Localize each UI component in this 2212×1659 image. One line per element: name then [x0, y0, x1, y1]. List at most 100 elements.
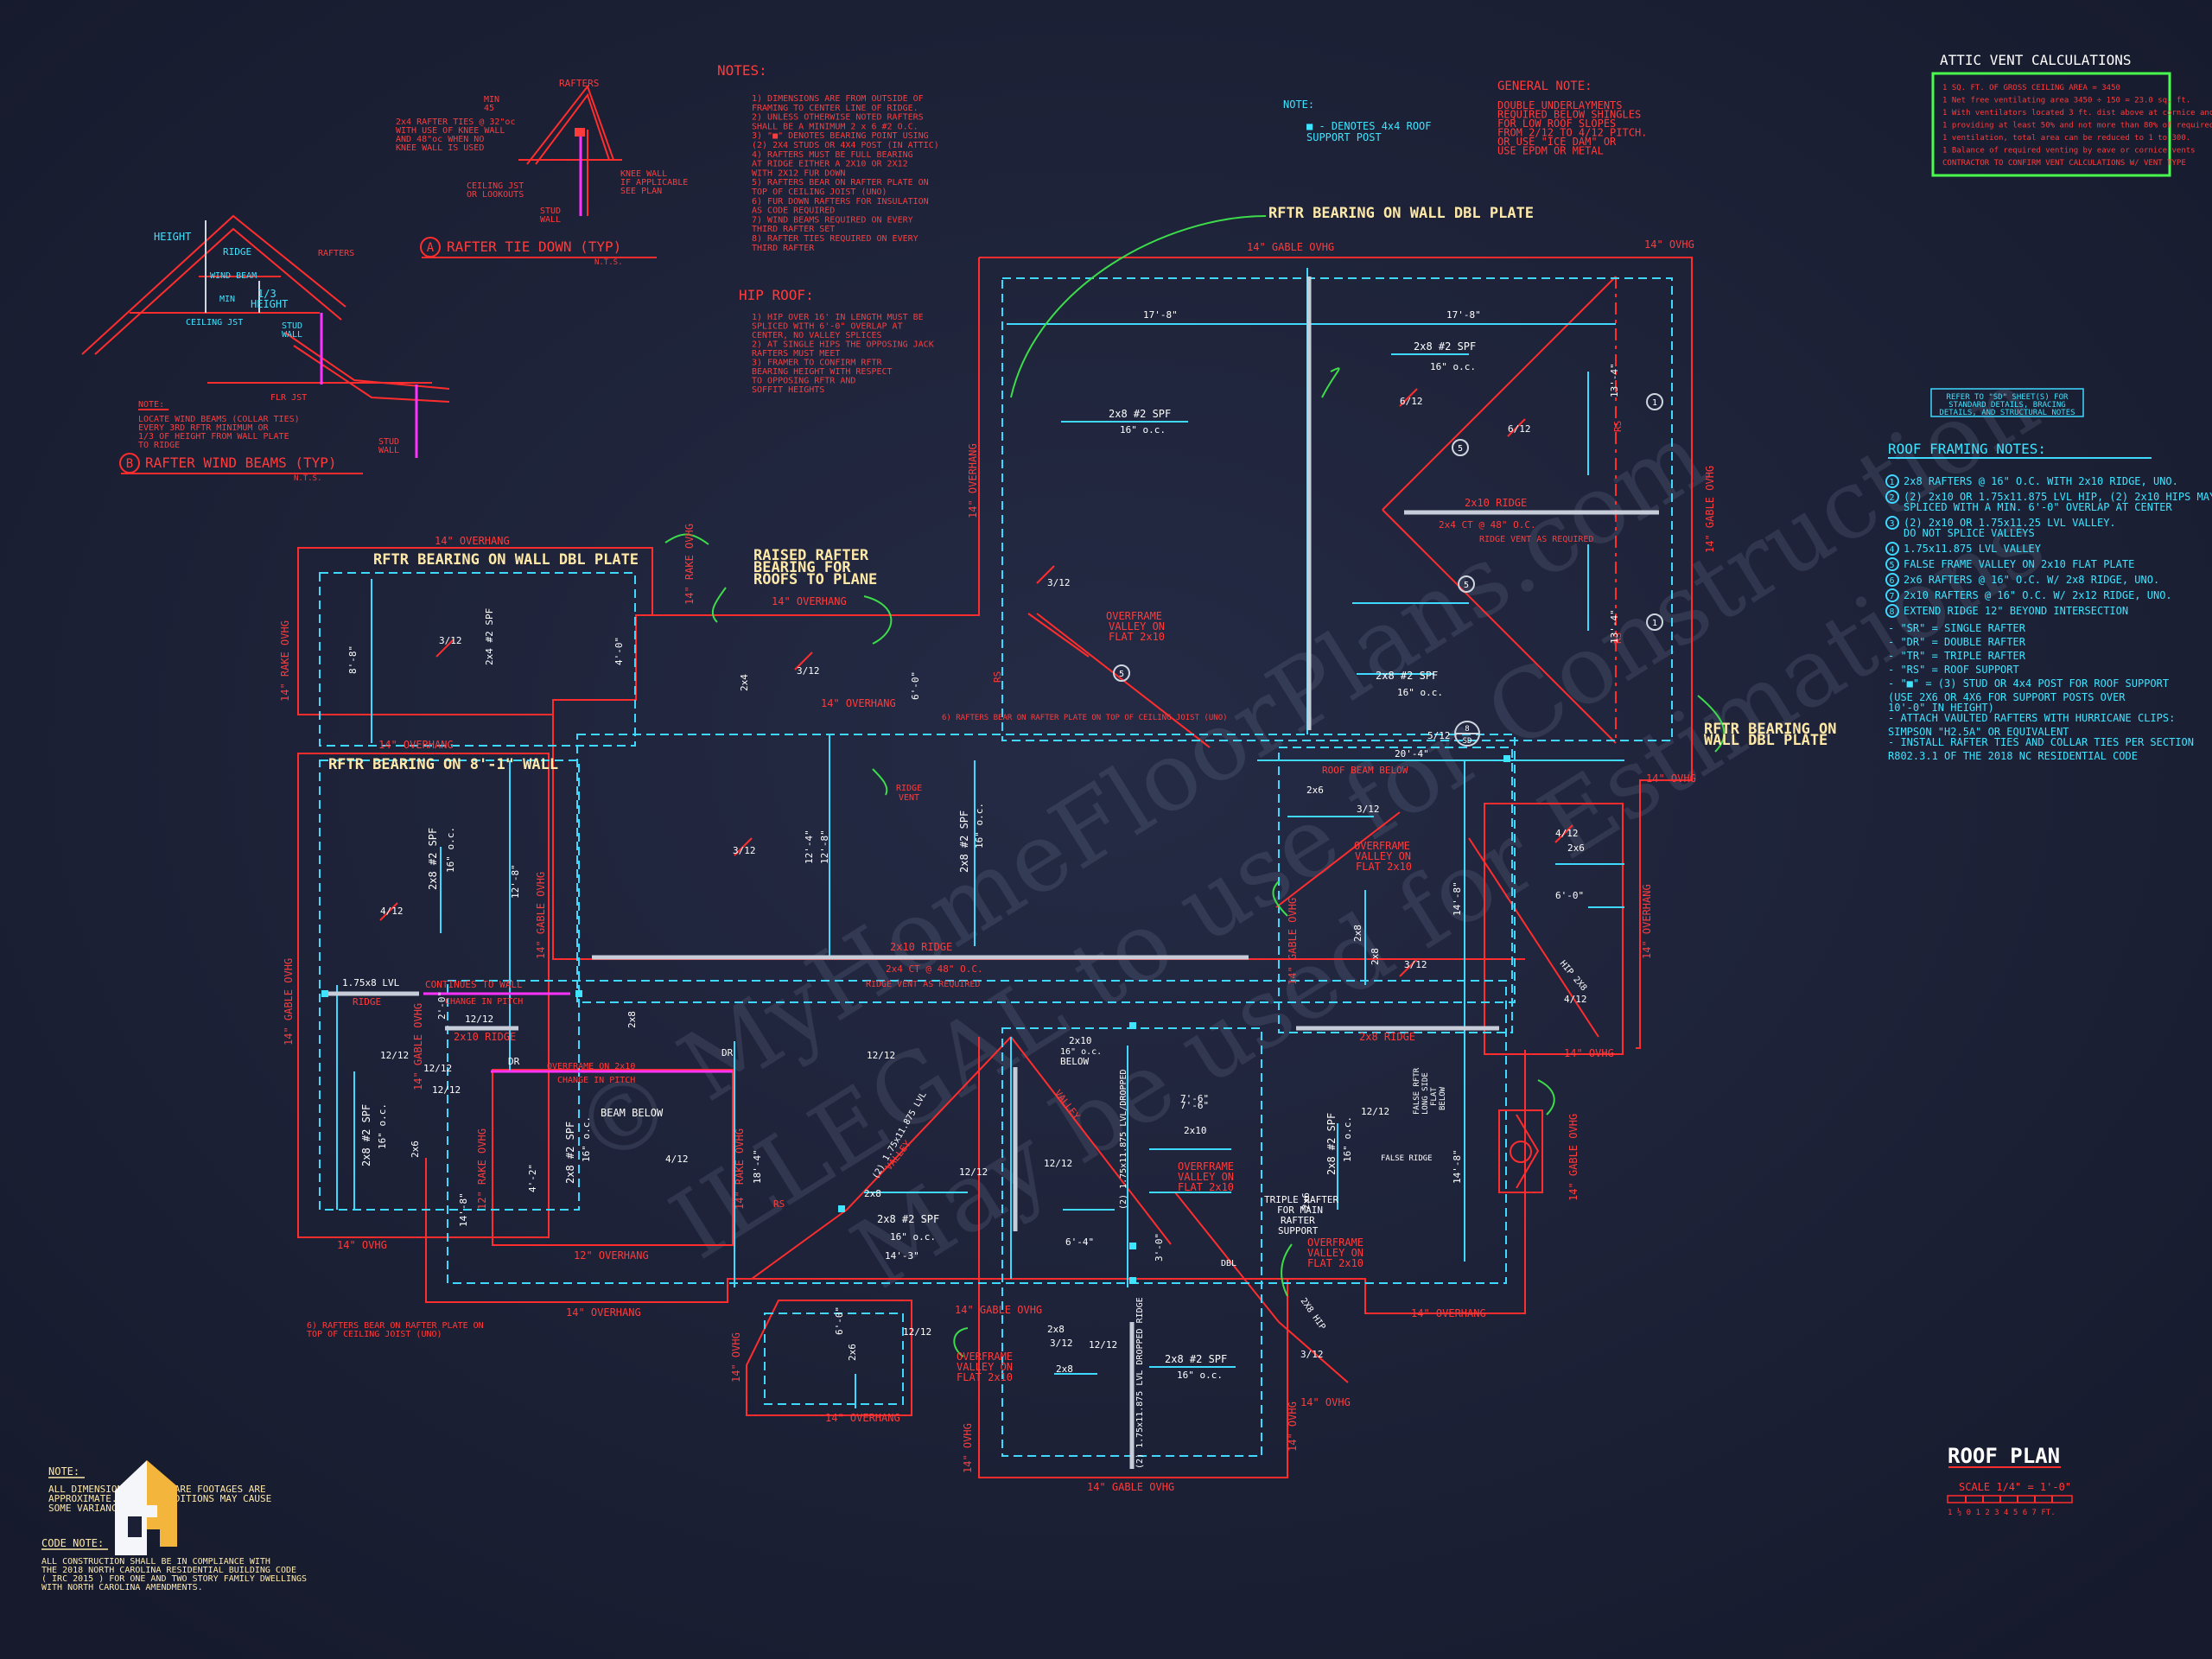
framing-bullet: - "RS" = ROOF SUPPORT [1888, 664, 2019, 676]
notes-item: 1) DIMENSIONS ARE FROM OUTSIDE OF [752, 94, 924, 104]
framing-note-number-circle [1885, 573, 1899, 587]
framing-note-number: 2 [1890, 493, 1895, 503]
pitch-label: 12/12 [959, 1166, 988, 1178]
overframe-valley5-3: FLAT 2x10 [1356, 861, 1412, 873]
detail-b-third-height: HEIGHT [251, 298, 288, 310]
overframe-valley3-3: FLAT 2x10 [957, 1371, 1013, 1383]
oc-l2: 16" o.c. [377, 1103, 388, 1149]
spf-tr: 2x8 #2 SPF [1414, 340, 1476, 353]
pitch-label: 12/12 [867, 1050, 895, 1061]
valley-right-low-2 [1278, 1321, 1349, 1383]
detail-a-rafter-tie-down: RAFTERS MIN 45 2x4 RAFTER TIES @ 32"oc W… [396, 78, 688, 267]
detail-b-min: MIN [219, 295, 235, 304]
frame-top-right [1001, 277, 1673, 741]
pitch-label: 4/12 [1564, 994, 1587, 1005]
leader-vent [1537, 1079, 1555, 1116]
support-posts [321, 755, 1510, 1284]
framing-note-number-circle [1885, 604, 1899, 618]
label-bearing-right-2: WALL DBL PLATE [1704, 732, 1827, 749]
marker-5: 1 [1652, 619, 1657, 628]
label-gable-top: 14" GABLE OVHG [1247, 241, 1334, 253]
framing-note-number-circle [1885, 557, 1899, 571]
label-gable-bottom: 14" GABLE OVHG [955, 1304, 1042, 1316]
pitch-label: 4/12 [380, 906, 404, 917]
detail-b-marker: B [126, 457, 133, 471]
change-pitch2: CHANGE IN PITCH [557, 1076, 635, 1085]
dimension-label: 7'-6" [1180, 1093, 1209, 1104]
framing-note-number-circle [1885, 542, 1899, 556]
general-note-line: DOUBLE UNDERLAYMENTS [1497, 99, 1623, 111]
attic-vent-line: 1 Balance of required venting by eave or… [1942, 147, 2196, 156]
framing-bullet: - "TR" = TRIPLE RAFTER [1888, 650, 2026, 662]
bottom-note-heading: NOTE: [48, 1465, 79, 1478]
framing-note-text: (2) 2x10 OR 1.75x11.875 LVL HIP, (2) 2x1… [1904, 491, 2212, 503]
overframe-valley2-2: VALLEY ON [1307, 1247, 1363, 1259]
ct-c: 2x4 CT @ 48" O.C. [886, 963, 983, 975]
hips-valleys [751, 276, 1617, 1383]
pitch-ticks [379, 388, 1573, 977]
valley-mid [1027, 613, 1090, 658]
marker-sd-top: 8 [1465, 725, 1469, 734]
spf-rr: 2x8 #2 SPF [1325, 1113, 1338, 1175]
code-note-3: ( IRC 2015 ) FOR ONE AND TWO STORY FAMIL… [41, 1574, 307, 1584]
framing-note-text: 2x8 RAFTERS @ 16" O.C. WITH 2x10 RIDGE, … [1904, 475, 2178, 487]
label-ovhg-r1: 14" OVHG [1564, 1047, 1614, 1059]
pitch-label: 3/12 [1300, 1349, 1324, 1360]
detail-a-ties-2: WITH USE OF KNEE WALL [396, 126, 505, 136]
rafter-size-label: 2x6 [847, 1344, 858, 1361]
pitch-label: 5/12 [1427, 730, 1451, 741]
marker-sd-bottom: SD [1463, 737, 1472, 746]
leader-bearing-right [1697, 695, 1726, 753]
beam-below-box [492, 1069, 734, 1246]
detail-a-min-val: 45 [484, 104, 494, 113]
label-gable-right: 14" GABLE OVHG [1704, 466, 1716, 553]
bottom-left-notes: NOTE: ALL DIMENSIONS AND SQUARE FOOTAGES… [41, 1460, 307, 1592]
pitch-label: 12/12 [1089, 1339, 1117, 1351]
label-gable-left: 14" GABLE OVHG [283, 958, 295, 1046]
dimension-label: 6'-4" [1065, 1236, 1094, 1248]
false-rafter-3: FLAT [1430, 1087, 1439, 1106]
dimension-label: 14'-8" [1452, 1149, 1463, 1184]
leader-raised [711, 587, 727, 623]
notes-item: AT RIDGE EITHER A 2X10 OR 2X12 [752, 160, 908, 169]
label-rake-12: 12" RAKE OVHG [476, 1128, 488, 1210]
rafter-size-label: 2x4 [739, 674, 750, 691]
bottom-note-3: SOME VARIANCES. [48, 1503, 134, 1514]
roof-plan-title: ROOF PLAN [1948, 1444, 2060, 1468]
hip-item: TO OPPOSING RFTR AND [752, 377, 855, 386]
detail-a-min: MIN [484, 95, 499, 105]
framing-note-number-circle [1885, 588, 1899, 602]
pitch-label: 12/12 [423, 1063, 452, 1074]
frame-left [319, 760, 580, 1211]
frame-bottom [447, 980, 1507, 1284]
rafter-size-label: 2x10 [1184, 1125, 1207, 1136]
vent-box [1498, 1109, 1543, 1193]
scale-bar [1947, 1495, 2073, 1503]
roof-beam-below: ROOF BEAM BELOW [1322, 765, 1408, 776]
label-overhang-bottom-c: 14" OVERHANG [825, 1412, 900, 1424]
ridge-2x10-r: 2x10 RIDGE [1465, 497, 1527, 509]
vent-mark [1516, 1114, 1540, 1189]
ridge-word: RIDGE [353, 996, 381, 1007]
detail-a-knee-1: KNEE WALL [620, 169, 667, 179]
pitch-label: 3/12 [1404, 959, 1427, 970]
framing-note-text: DO NOT SPLICE VALLEYS [1904, 527, 2035, 539]
framing-note-number: 6 [1890, 576, 1895, 586]
pitch-label: 3/12 [1357, 804, 1380, 815]
overframe-valley1-3: FLAT 2x10 [1178, 1181, 1234, 1193]
post-1 [321, 990, 328, 997]
detail-b-note-2: EVERY 3RD RFTR MINIMUM OR [138, 423, 269, 433]
framing-bullet: SIMPSON "H2.5A" OR EQUIVALENT [1888, 726, 2069, 738]
left-lower-outline [297, 753, 550, 1238]
detail-b-nts: N.T.S. [294, 474, 322, 483]
pitch-label: 3/12 [797, 665, 820, 677]
hip-item: 1) HIP OVER 16' IN LENGTH MUST BE [752, 313, 924, 322]
framing-note-number-circle [1885, 474, 1899, 488]
hip-item: CENTER, NO VALLEY SPLICES [752, 331, 882, 340]
oc-rr: 16" o.c. [1342, 1116, 1353, 1162]
marker-4: 1 [1652, 398, 1657, 408]
ridges [327, 276, 1659, 1469]
spf-l: 2x8 #2 SPF [427, 828, 439, 890]
hip-item: RAFTERS MUST MEET [752, 349, 840, 359]
pitch-label: 12/12 [903, 1326, 931, 1338]
